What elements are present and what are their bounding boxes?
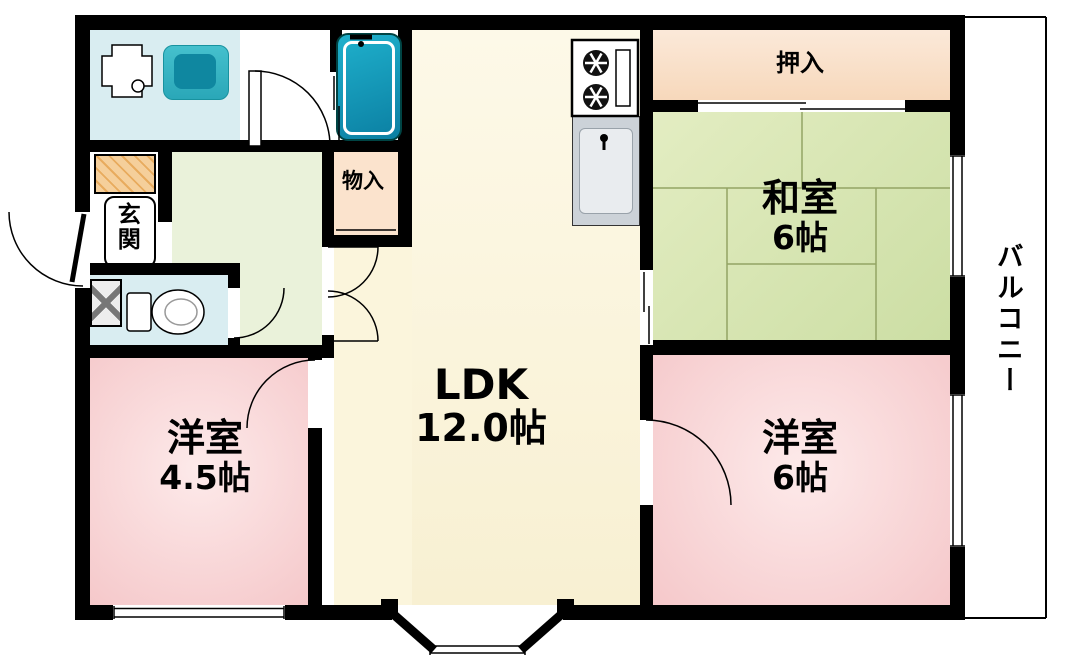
storage-label: 物入 [342,169,384,193]
wall-left [75,15,90,620]
bathtub-inner-rim [343,41,395,135]
bedroom-right-label: 洋室 6帖 [700,416,900,497]
entrance-mat-outline [104,196,156,268]
bedroom-left-size: 4.5帖 [159,457,251,497]
entrance-label: 玄関 [113,202,140,252]
bedroom-left-label: 洋室 4.5帖 [100,416,310,497]
wall-storage-right [398,152,412,247]
wall-closet-stub-right [905,100,950,112]
wall-storage-bottom [322,235,412,247]
window-gap-tatami [950,155,965,277]
entrance-door-gap [75,212,90,288]
tatami-room-size: 6帖 [772,217,828,257]
tatami-room-label: 和室 6帖 [700,176,900,257]
wall-tatami-bedroom [640,340,965,355]
shoe-cabinet-icon [94,154,156,194]
ldk-name: LDK [433,360,529,409]
wall-hall-ldk-stub [322,335,334,358]
bedroom-right-size: 6帖 [772,457,828,497]
vanity-basin [174,54,216,89]
ldk-label: LDK 12.0帖 [386,360,576,451]
bedroom-right-door-gap [640,420,653,505]
bedroom-left-door-gap [308,360,322,428]
wall-closet-stub-left [653,100,698,112]
lattice-window-icon [90,279,122,327]
kitchen-sink-icon [579,128,633,214]
tatami-sliding-gap [640,270,653,345]
closet-floor [653,30,950,100]
bathtub-icon [336,33,402,141]
wall-hall-ldk-upper [322,152,334,243]
storage-floor [334,152,398,235]
wall-toilet-top [75,263,240,275]
wall-under-washroom [75,140,412,152]
bedroom-left-name: 洋室 [166,416,243,460]
bay-window-gap [392,605,563,620]
window-gap-bedroom-left [113,605,285,620]
wall-top [75,15,965,30]
changing-area-floor [240,30,342,140]
toilet-door-gap [228,288,240,338]
tatami-room-name: 和室 [761,176,838,220]
wall-hall-bedroomleft [75,345,322,358]
balcony-label: バルコニー [991,242,1023,397]
bedroom-right-name: 洋室 [761,416,838,460]
window-gap-bedroom-right [950,394,965,547]
wall-entrance-hall [158,152,172,222]
closet-label: 押入 [776,49,824,77]
ldk-size: 12.0帖 [415,406,547,451]
